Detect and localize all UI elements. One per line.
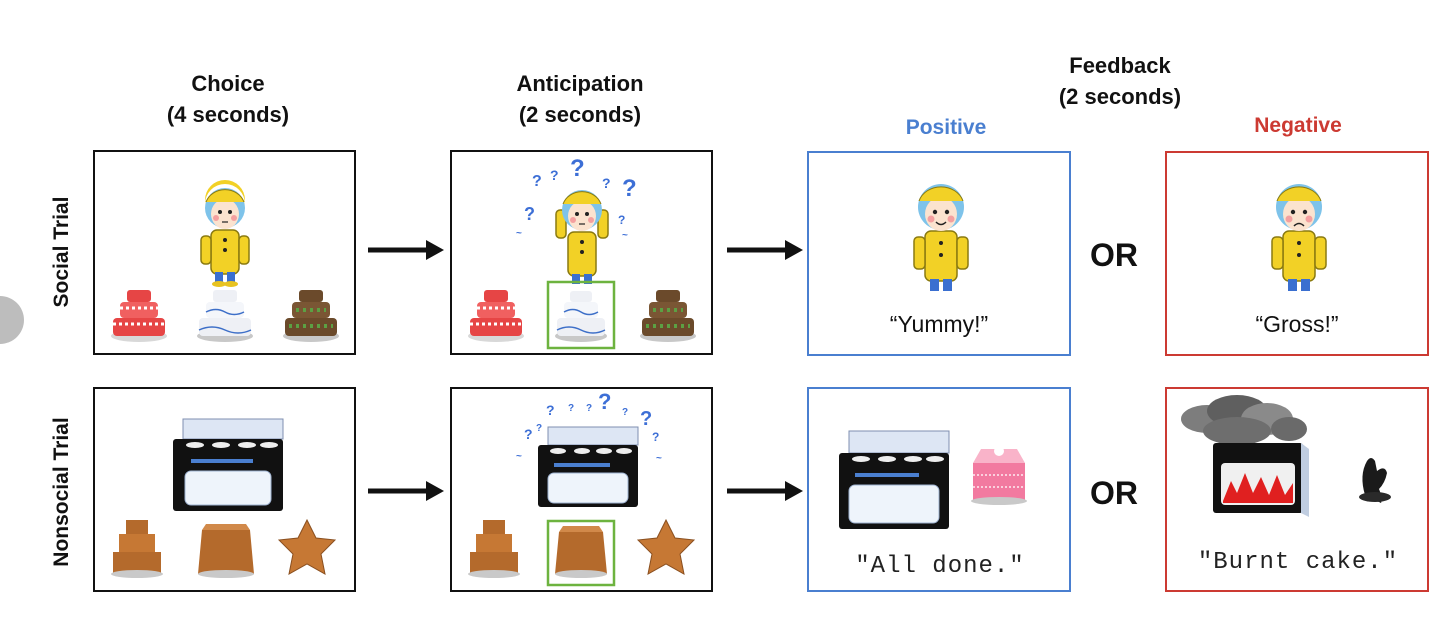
positive-label: Positive <box>905 116 987 139</box>
square-cake-icon <box>111 520 163 578</box>
row-label-nonsocial: Nonsocial Trial <box>50 417 73 567</box>
arrow-icon <box>368 481 444 501</box>
nonsocial-choice-scene <box>111 418 337 578</box>
anticipation-header: Anticipation (2 seconds) <box>470 68 690 130</box>
social-choice-panel <box>93 150 356 355</box>
svg-text:?: ? <box>546 402 555 418</box>
or-nonsocial: OR <box>1090 475 1138 511</box>
white-cake-icon <box>555 291 607 342</box>
nonsocial-choice-panel <box>93 387 356 592</box>
feedback-burnt-cake: "Burnt cake." <box>1197 549 1399 576</box>
nonsocial-anticipation-panel: ? ? ? ? ? ? ? ? ? ~ ~ <box>450 387 713 592</box>
svg-text:?: ? <box>532 173 542 190</box>
svg-text:?: ? <box>640 408 652 430</box>
choice-header: Choice (4 seconds) <box>128 68 328 130</box>
or-social: OR <box>1090 237 1138 273</box>
red-cake-icon <box>468 290 524 342</box>
rectangle-cake-icon <box>198 524 254 578</box>
nonsocial-positive-panel: "All done." <box>807 387 1071 592</box>
svg-text:?: ? <box>586 403 592 414</box>
negative-scene <box>1181 395 1391 517</box>
red-cake-icon <box>111 290 167 342</box>
svg-text:~: ~ <box>656 453 662 464</box>
burning-oven-icon <box>1213 443 1309 517</box>
feedback-gross: “Gross!” <box>1255 311 1339 337</box>
svg-text:?: ? <box>536 423 542 434</box>
row-label-social: Social Trial <box>50 196 73 308</box>
social-negative-panel: “Gross!” <box>1165 151 1429 356</box>
selection-box <box>546 519 616 587</box>
svg-text:~: ~ <box>622 230 628 241</box>
white-cake-icon <box>197 290 253 342</box>
svg-text:?: ? <box>622 175 637 202</box>
arrow-icon <box>727 481 803 501</box>
question-marks-icon: ? ? ? ? ? ? ? ~ ~ <box>516 155 637 241</box>
square-cake-icon <box>468 520 520 578</box>
oven-icon <box>538 426 639 507</box>
svg-text:?: ? <box>652 430 659 444</box>
choice-duration: (4 seconds) <box>166 102 290 127</box>
arrow-icon <box>727 240 803 260</box>
rectangle-cake-icon <box>555 526 607 578</box>
svg-text:~: ~ <box>516 228 522 239</box>
character-icon <box>200 180 250 287</box>
svg-text:?: ? <box>602 175 611 191</box>
star-cake-icon <box>277 518 337 575</box>
feedback-title: Feedback <box>1069 53 1171 78</box>
happy-character-icon <box>913 184 969 291</box>
svg-text:?: ? <box>550 167 559 183</box>
svg-text:?: ? <box>598 389 611 414</box>
svg-text:?: ? <box>568 403 574 414</box>
anticipation-title: Anticipation <box>516 71 644 96</box>
negative-label: Negative <box>1254 114 1342 137</box>
svg-text:~: ~ <box>516 451 522 462</box>
nonsocial-negative-panel: "Burnt cake." <box>1165 387 1429 592</box>
svg-text:?: ? <box>524 426 533 442</box>
question-marks-icon: ? ? ? ? ? ? ? ? ? ~ ~ <box>516 389 662 464</box>
svg-text:?: ? <box>524 204 535 224</box>
arrow-icon <box>368 240 444 260</box>
svg-text:?: ? <box>570 155 585 182</box>
oven-icon <box>173 418 284 511</box>
oven-mitt-icon <box>1359 458 1391 503</box>
feedback-header: Feedback (2 seconds) <box>1020 50 1220 112</box>
choice-title: Choice <box>191 71 265 96</box>
chocolate-cake-icon <box>640 290 696 342</box>
social-anticipation-scene: ? ? ? ? ? ? ? ~ ~ <box>468 155 696 350</box>
social-positive-panel: “Yummy!” <box>807 151 1071 356</box>
anticipation-duration: (2 seconds) <box>518 102 642 127</box>
oven-icon <box>839 430 950 529</box>
svg-text:?: ? <box>622 407 628 418</box>
feedback-yummy: “Yummy!” <box>889 311 989 337</box>
selection-box <box>546 280 616 350</box>
sad-character-icon <box>1271 184 1327 291</box>
character-icon <box>555 190 609 284</box>
social-anticipation-panel: ? ? ? ? ? ? ? ~ ~ <box>450 150 713 355</box>
pink-cake-icon <box>971 446 1027 505</box>
nonsocial-anticipation-scene: ? ? ? ? ? ? ? ? ? ~ ~ <box>468 389 696 587</box>
nav-circle-button[interactable] <box>0 296 24 344</box>
chocolate-cake-icon <box>283 290 339 342</box>
positive-scene <box>839 430 1027 529</box>
feedback-duration: (2 seconds) <box>1058 84 1182 109</box>
star-cake-icon <box>636 518 696 575</box>
svg-text:?: ? <box>618 213 625 227</box>
social-choice-scene <box>111 180 339 342</box>
feedback-all-done: "All done." <box>855 553 1025 580</box>
smoke-icon <box>1181 395 1307 445</box>
